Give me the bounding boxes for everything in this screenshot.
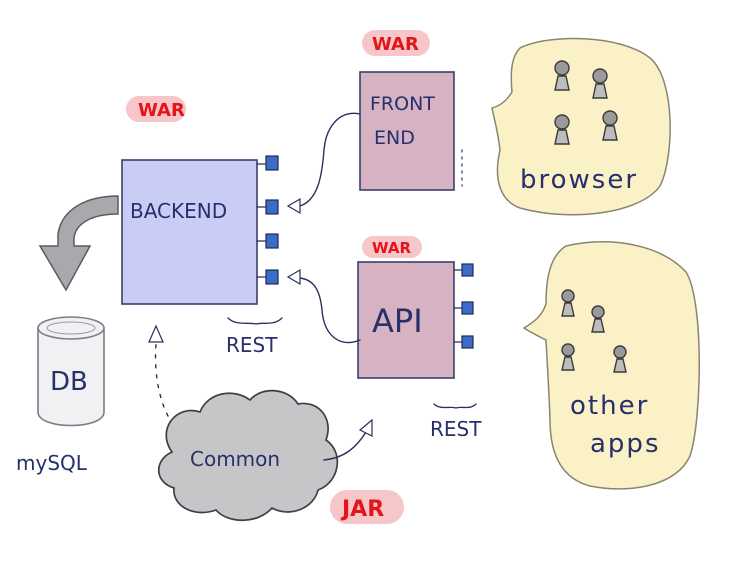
browser-label: browser — [520, 165, 638, 195]
arrowhead-icon — [286, 268, 301, 286]
backend-box: BACKEND — [121, 159, 258, 305]
user-icon — [602, 110, 618, 141]
user-icon — [554, 114, 570, 145]
arrowhead-icon — [148, 324, 164, 343]
other-apps-label-line1: other — [570, 391, 649, 421]
user-icon — [561, 289, 575, 317]
frontend-box: FRONT END — [359, 71, 455, 191]
other-apps-user-icons — [561, 289, 627, 373]
frontend-war-label: WAR — [372, 34, 419, 55]
frontend-war-tag: WAR — [362, 30, 430, 56]
rest-port — [265, 199, 279, 215]
api-ports — [461, 263, 474, 349]
user-icon — [561, 343, 575, 371]
other-apps-label-line2: apps — [590, 429, 661, 459]
backend-ports — [265, 155, 279, 285]
common-to-backend-dependency — [148, 324, 169, 417]
backend-port-lines — [256, 163, 267, 278]
backend-war-label: WAR — [138, 100, 185, 121]
api-rest-label: REST — [430, 417, 482, 441]
backend-to-db-arrow — [38, 195, 119, 292]
backend-rest-brace — [227, 317, 283, 325]
frontend-to-backend-connector — [286, 112, 361, 215]
api-label: API — [372, 302, 423, 340]
backend-war-tag: WAR — [126, 96, 186, 122]
api-to-backend-connector — [286, 268, 361, 344]
arrowhead-icon — [286, 197, 301, 215]
common-to-api-dependency — [323, 418, 373, 461]
frontend-label-line2: END — [374, 127, 415, 149]
common-cloud: Common — [157, 389, 339, 522]
db-label: DB — [50, 367, 88, 397]
browser-bubble — [491, 37, 671, 216]
backend-rest-label: REST — [226, 333, 278, 357]
rest-port — [461, 301, 474, 315]
rest-port — [265, 269, 279, 285]
rest-port — [265, 155, 279, 171]
rest-port — [461, 335, 474, 349]
api-war-label: WAR — [372, 239, 411, 257]
database-cylinder: DB — [37, 316, 105, 427]
user-icon — [592, 68, 608, 99]
arrowhead-icon — [358, 418, 373, 437]
user-icon — [591, 305, 605, 333]
common-jar-label: JAR — [340, 497, 384, 522]
mysql-label: mySQL — [16, 451, 88, 475]
backend-label: BACKEND — [130, 199, 227, 223]
rest-port — [461, 263, 474, 277]
api-rest-brace — [433, 403, 477, 409]
user-icon — [613, 345, 627, 373]
rest-port — [265, 233, 279, 249]
api-port-lines — [453, 269, 463, 343]
common-jar-tag: JAR — [330, 490, 404, 524]
user-icon — [554, 60, 570, 91]
api-war-tag: WAR — [362, 236, 422, 258]
api-box: API — [357, 261, 455, 379]
browser-user-icons — [554, 60, 618, 145]
common-label: Common — [190, 447, 280, 471]
frontend-label-line1: FRONT — [370, 93, 435, 115]
